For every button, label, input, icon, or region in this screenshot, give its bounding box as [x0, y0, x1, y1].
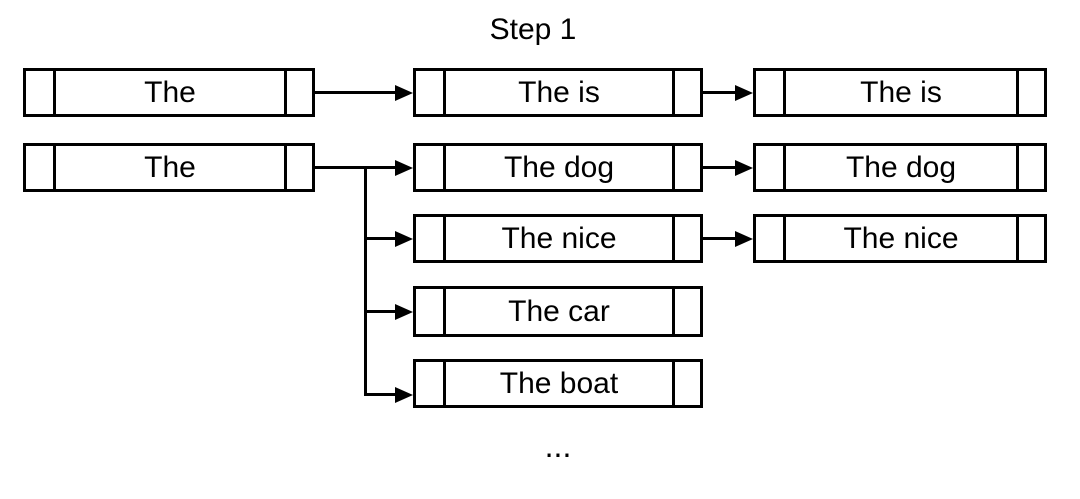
- next-pointer-cell: [1016, 217, 1044, 260]
- arrow-line-thedog-to-thedog: [703, 166, 736, 169]
- node-the-dog-candidate: The dog: [413, 143, 703, 192]
- node-label: The car: [508, 294, 610, 328]
- arrow-line-theis-to-theis: [703, 91, 736, 94]
- node-label: The: [144, 150, 196, 184]
- node-label: The nice: [843, 221, 959, 255]
- arrow-head-icon: [735, 159, 753, 176]
- arrow-line-the1-to-theis: [315, 91, 396, 94]
- continuation-ellipsis: ...: [544, 428, 572, 464]
- prev-pointer-cell: [416, 71, 446, 114]
- node-label: The is: [518, 75, 600, 109]
- step-title: Step 1: [489, 13, 577, 46]
- prev-pointer-cell: [416, 362, 446, 405]
- prev-pointer-cell: [416, 289, 446, 334]
- prev-pointer-cell: [756, 217, 786, 260]
- next-pointer-cell: [1016, 146, 1044, 189]
- node-the-1: The: [23, 68, 315, 117]
- arrow-head-icon: [395, 159, 413, 176]
- prev-pointer-cell: [756, 146, 786, 189]
- prev-pointer-cell: [756, 71, 786, 114]
- prev-pointer-cell: [26, 71, 56, 114]
- branch-line-to-theboat: [364, 393, 396, 396]
- arrow-head-icon: [395, 386, 413, 403]
- branch-line-to-thenice: [364, 237, 396, 240]
- prev-pointer-cell: [416, 217, 446, 260]
- arrow-head-icon: [395, 230, 413, 247]
- next-pointer-cell: [672, 217, 700, 260]
- node-label: The is: [860, 75, 942, 109]
- prev-pointer-cell: [416, 146, 446, 189]
- node-label: The: [144, 75, 196, 109]
- node-the-nice-candidate: The nice: [413, 214, 703, 263]
- node-label: The nice: [501, 221, 617, 255]
- next-pointer-cell: [1016, 71, 1044, 114]
- node-the-dog-selected: The dog: [753, 143, 1047, 192]
- next-pointer-cell: [672, 71, 700, 114]
- arrow-head-icon: [395, 84, 413, 101]
- arrow-line-thenice-to-thenice: [703, 237, 736, 240]
- next-pointer-cell: [672, 362, 700, 405]
- arrow-head-icon: [735, 230, 753, 247]
- arrow-head-icon: [395, 303, 413, 320]
- branch-line-to-thecar: [364, 310, 396, 313]
- node-the-is-selected: The is: [753, 68, 1047, 117]
- node-the-nice-selected: The nice: [753, 214, 1047, 263]
- next-pointer-cell: [284, 146, 312, 189]
- node-the-car-candidate: The car: [413, 286, 703, 337]
- next-pointer-cell: [672, 289, 700, 334]
- node-label: The boat: [499, 366, 619, 400]
- next-pointer-cell: [672, 146, 700, 189]
- node-the-2: The: [23, 143, 315, 192]
- node-label: The dog: [845, 150, 957, 184]
- next-pointer-cell: [284, 71, 312, 114]
- node-the-is-candidate: The is: [413, 68, 703, 117]
- prev-pointer-cell: [26, 146, 56, 189]
- node-the-boat-candidate: The boat: [413, 359, 703, 408]
- node-label: The dog: [503, 150, 615, 184]
- arrow-head-icon: [735, 84, 753, 101]
- arrow-line-the2-to-thedog: [315, 166, 396, 169]
- branch-trunk-line: [364, 166, 367, 396]
